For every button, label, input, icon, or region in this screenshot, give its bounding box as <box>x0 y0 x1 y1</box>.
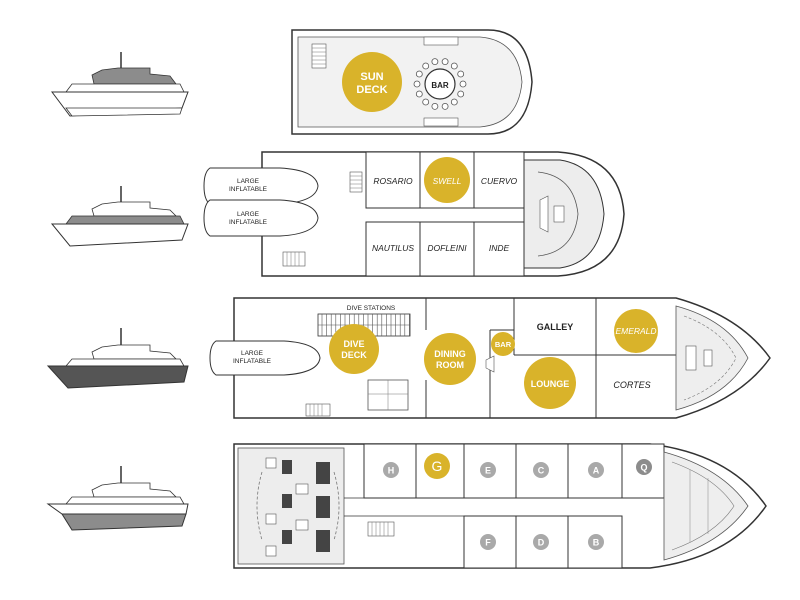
profile-main-deck <box>46 328 189 389</box>
sun-deck-bar <box>424 68 456 100</box>
inflatable-1-label-1: LARGE <box>237 178 260 185</box>
dining-room-label-2: ROOM <box>436 360 464 370</box>
cabin-b-label: B <box>593 538 600 548</box>
sun-deck-label-2: DECK <box>356 84 387 96</box>
bar-stool <box>415 90 423 98</box>
cabin-c-badge <box>533 462 549 478</box>
bar-stool <box>457 70 465 78</box>
sun-deck-plan: SUN DECK BAR <box>291 29 533 135</box>
cabin-cuervo <box>473 151 525 209</box>
cabin-dofleini-label: DOFLEINI <box>427 243 467 253</box>
profile-sun-deck <box>51 52 189 117</box>
cabin-q-badge <box>636 459 652 475</box>
inflatable-2-label-1: LARGE <box>237 211 260 218</box>
cabin-h-label: H <box>388 466 395 476</box>
swell-highlight <box>424 157 470 203</box>
cabin-rosario-label: ROSARIO <box>373 176 413 186</box>
inflatable-2-label-2: INFLATABLE <box>229 219 268 226</box>
dive-deck-highlight <box>329 324 379 374</box>
bar-stool <box>431 103 439 110</box>
cabin-g-badge <box>424 453 450 479</box>
sun-deck-bar-label: BAR <box>431 81 449 90</box>
cabin-b-badge <box>588 534 604 550</box>
bar-stool <box>450 62 458 70</box>
cabin-nautilus-label: NAUTILUS <box>372 243 414 253</box>
cabin-swell-label: SWELL <box>433 176 462 186</box>
dive-deck-label-2: DECK <box>341 350 367 360</box>
cabin-d-badge <box>533 534 549 550</box>
lower-deck-plan: H G E C A Q F D B <box>233 443 767 569</box>
lounge-label: LOUNGE <box>531 379 570 389</box>
inflatable-3-label-2: INFLATABLE <box>233 358 272 365</box>
lounge-highlight <box>524 357 576 409</box>
bar-stool <box>450 98 458 106</box>
emerald-label: EMERALD <box>615 326 656 336</box>
bar-stool <box>457 90 465 98</box>
main-bar-label: BAR <box>495 340 512 349</box>
cabin-h-badge <box>383 462 399 478</box>
galley-label: GALLEY <box>537 322 574 332</box>
bar-stool <box>441 58 449 65</box>
cabin-f <box>463 515 517 569</box>
cabin-a-label: A <box>593 466 600 476</box>
large-inflatable-2 <box>203 199 319 237</box>
bar-stools <box>413 58 467 110</box>
cabin-d-label: D <box>538 538 545 548</box>
bar-stool <box>441 103 449 110</box>
cabin-q-label: Q <box>640 463 647 473</box>
profile-upper-deck <box>50 186 189 247</box>
cabin-d <box>515 515 569 569</box>
large-inflatable-3 <box>209 340 321 376</box>
bar-stool <box>413 80 421 88</box>
main-bar-highlight <box>491 332 515 356</box>
sun-deck-label-1: SUN <box>360 71 383 83</box>
inflatable-1-label-2: INFLATABLE <box>229 186 268 193</box>
bar-stool <box>415 70 423 78</box>
cabin-g-label: G <box>432 458 443 474</box>
sun-deck-highlight <box>342 52 402 112</box>
inflatable-3-label-1: LARGE <box>241 350 264 357</box>
cabin-rosario <box>365 151 421 209</box>
dive-deck-label-1: DIVE <box>343 339 364 349</box>
cabin-inde-label: INDE <box>489 243 510 253</box>
dining-room-highlight <box>424 333 476 385</box>
cabin-a-badge <box>588 462 604 478</box>
cortes-label: CORTES <box>613 380 650 390</box>
cabin-c-label: C <box>538 466 545 476</box>
profile-lower-deck <box>46 466 189 531</box>
bar-stool <box>422 62 430 70</box>
cabin-f-badge <box>480 534 496 550</box>
cabin-e-label: E <box>485 466 491 476</box>
emerald-highlight <box>614 309 658 353</box>
cabin-e-badge <box>480 462 496 478</box>
dive-stations-label: DIVE STATIONS <box>347 305 396 312</box>
main-deck-plan: LARGE INFLATABLE DIVE STATIONS DIVE DECK… <box>209 297 771 419</box>
cabin-nautilus <box>365 221 421 277</box>
upper-deck-plan: LARGE INFLATABLE LARGE INFLATABLE ROSARI… <box>203 151 625 277</box>
bar-stool <box>431 58 439 65</box>
cabin-f-label: F <box>485 538 491 548</box>
dining-room-label-1: DINING <box>434 349 466 359</box>
cabin-dofleini <box>419 221 475 277</box>
bar-stool <box>459 80 467 88</box>
cabin-cuervo-label: CUERVO <box>481 176 518 186</box>
bar-stool <box>422 98 430 106</box>
